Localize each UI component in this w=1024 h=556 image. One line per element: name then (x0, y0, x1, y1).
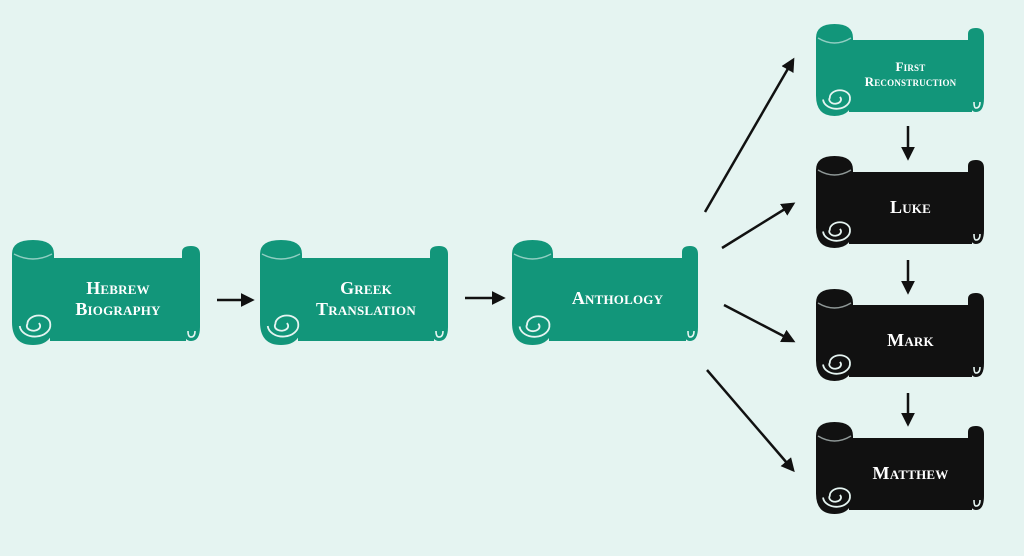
scroll-label: Luke (855, 172, 966, 242)
scroll-label: Matthew (855, 438, 966, 508)
scroll-shape (260, 240, 448, 345)
scroll-label-line: Greek (340, 277, 392, 298)
arrow-anthology-to-first-reconstruction (703, 57, 795, 213)
scroll-label-line: Translation (316, 298, 416, 319)
scroll-shape (12, 240, 200, 345)
scroll-shape (816, 156, 984, 248)
scroll-matthew: Matthew (816, 422, 986, 514)
scroll-mark: Mark (816, 289, 986, 381)
scroll-label-line: Reconstruction (864, 74, 957, 89)
arrow-anthology-to-luke (721, 202, 796, 250)
scroll-label-line: Mark (887, 329, 934, 350)
scroll-label-line: First (895, 59, 926, 75)
scroll-label-line: Luke (890, 196, 931, 217)
arrow-anthology-to-matthew (706, 369, 795, 473)
scroll-label: Anthology (555, 258, 680, 339)
scroll-shape (816, 24, 984, 116)
scroll-shape (816, 289, 984, 381)
arrow-anthology-to-mark (723, 303, 796, 343)
scroll-label-line: Biography (75, 298, 161, 319)
scroll-anthology: Anthology (512, 240, 700, 345)
scroll-shape (512, 240, 698, 345)
scroll-shape (816, 422, 984, 514)
scroll-label-line: Anthology (571, 288, 664, 309)
scroll-luke: Luke (816, 156, 986, 248)
scroll-label-line: Hebrew (86, 277, 150, 298)
scroll-label-line: Matthew (872, 462, 949, 483)
scroll-label: Mark (855, 305, 966, 375)
